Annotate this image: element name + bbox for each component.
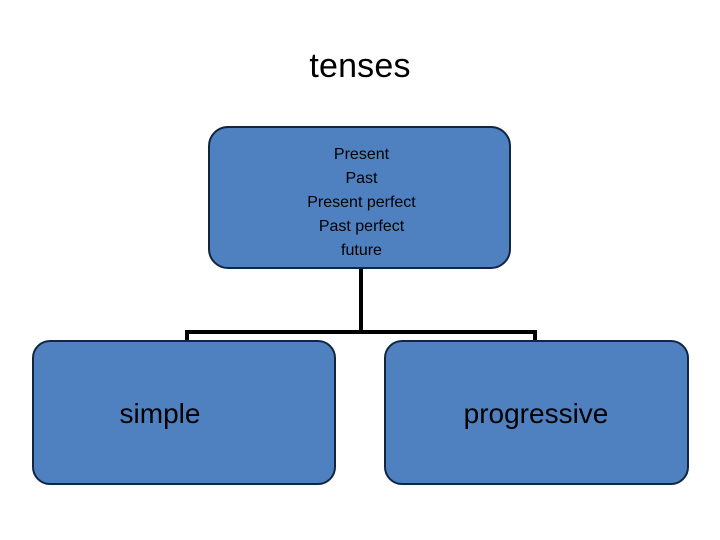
connector-drop-left [185,330,189,344]
simple-node-label: simple [119,398,201,429]
tense-forms-line: Past perfect [318,218,405,235]
tense-forms-line: future [341,242,382,259]
connector-stem-vertical [359,266,363,334]
connector-drop-right [533,330,537,344]
progressive-node[interactable]: progressive [384,340,689,485]
connector-horizontal-bar [185,330,537,334]
simple-node[interactable]: simple [32,340,336,485]
tense-forms-line: Present [333,146,390,163]
tense-forms-line-list: Present Past Present perfect Past perfec… [210,143,509,263]
progressive-node-label: progressive [463,398,609,429]
tense-forms-line: Past [345,170,378,187]
tense-forms-node[interactable]: Present Past Present perfect Past perfec… [208,126,511,269]
tense-forms-line: Present perfect [307,194,416,211]
page-title: tenses [309,47,411,85]
